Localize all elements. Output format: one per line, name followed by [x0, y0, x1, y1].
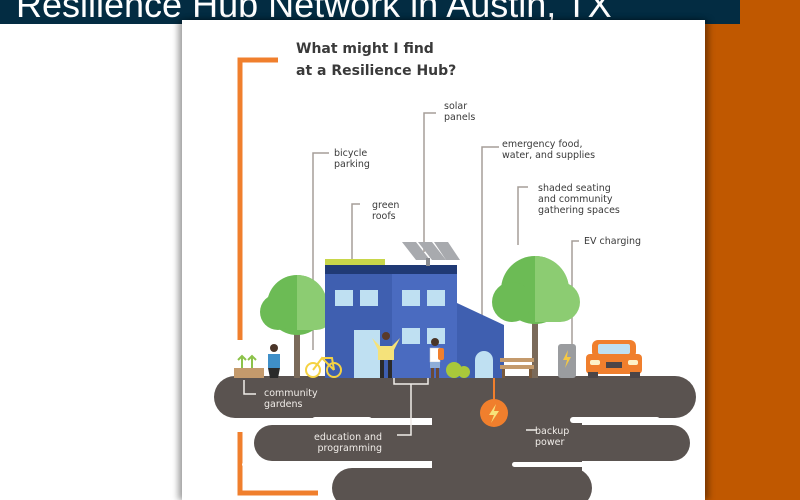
tree-left	[260, 275, 334, 378]
hub-building	[325, 242, 504, 378]
infographic-illustration	[214, 57, 696, 500]
community-garden	[234, 344, 280, 378]
person-cheering	[372, 332, 400, 378]
infographic-heading: What might I find at a Resilience Hub?	[296, 38, 456, 82]
ev-charger	[558, 344, 576, 378]
infographic-card: What might I find at a Resilience Hub? s…	[182, 20, 705, 500]
side-accent-panel	[705, 0, 800, 500]
heading-line-2: at a Resilience Hub?	[296, 63, 457, 79]
heading-line-1: What might I find	[296, 41, 434, 57]
person-with-backpack	[429, 338, 444, 378]
solar-panels	[402, 242, 460, 266]
bench	[500, 358, 534, 378]
label-solar-panels: solar panels	[444, 101, 476, 123]
shrub	[446, 362, 470, 378]
label-education-programming: education and programming	[314, 432, 383, 454]
electric-car	[586, 340, 642, 378]
tree-right	[492, 256, 580, 378]
green-roof	[325, 259, 385, 265]
label-backup-power: backup power	[535, 426, 570, 448]
label-green-roofs: green roofs	[372, 200, 400, 222]
label-community-gardens: community gardens	[264, 388, 318, 410]
orange-bracket-bottom	[237, 432, 318, 496]
label-shaded-seating: shaded seating and community gathering s…	[538, 183, 620, 216]
bicycle	[305, 356, 342, 378]
road-gaps	[242, 417, 660, 467]
slide-title-bar: Resilience Hub Network in Austin, TX	[0, 0, 740, 24]
orange-bracket-top	[237, 57, 278, 340]
label-emergency-supplies: emergency food, water, and supplies	[502, 139, 596, 161]
label-ev-charging: EV charging	[584, 236, 642, 247]
label-bicycle-parking: bicycle parking	[334, 148, 370, 170]
backup-power-icon	[480, 399, 508, 427]
